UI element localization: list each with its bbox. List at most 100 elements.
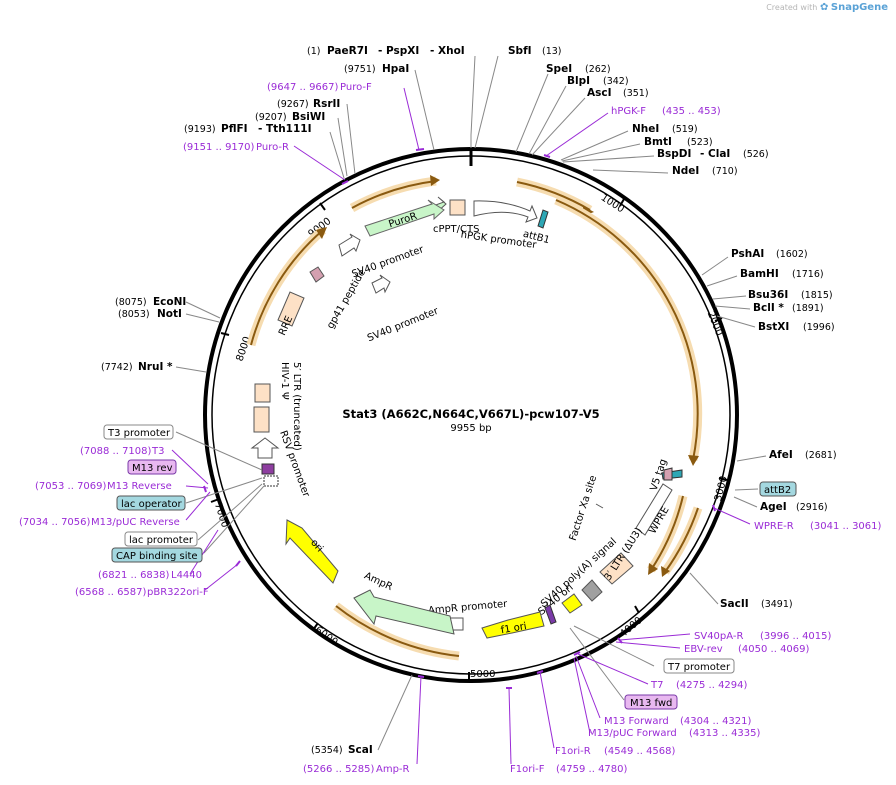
t3-promoter-label: T3 promoter [107, 428, 171, 439]
primer-range-pbr322ori-f: (6568 .. 6587) [75, 587, 147, 598]
highlight-arc-lower-right-1-line [650, 495, 684, 571]
tick-mark-8000 [220, 332, 230, 336]
attb2-label: attB2 [764, 485, 791, 496]
primer-f1ori-f: F1ori-F [510, 764, 545, 775]
enzyme-clai: - ClaI [700, 148, 730, 160]
hpgk-promoter-arrow [473, 200, 538, 223]
f1-ori-marker [544, 604, 557, 625]
leader-nrui [175, 366, 207, 373]
leader-lac-promoter [197, 483, 263, 541]
mark-puro-f [415, 148, 425, 151]
primer-puro-r: Puro-R [256, 142, 289, 153]
primer-range-puro-r: (9151 .. 9170) [183, 142, 255, 153]
leader-t7 [577, 653, 649, 685]
primer-pbr322ori-f: pBR322ori-F [147, 587, 209, 598]
t3-promoter-box [103, 424, 174, 440]
primer-ebv-rev: EBV-rev [684, 644, 723, 655]
enzyme-pos-noti: (8053) [118, 309, 150, 320]
ori-arrow [285, 519, 339, 584]
gp41-label: gp41 peptide [325, 268, 368, 331]
cppt-label: cPPT/CTS [433, 224, 479, 235]
sv40-promoter-label-2: SV40 promoter [366, 305, 441, 344]
enzyme-pos-bamhi: (1716) [792, 269, 824, 280]
primer-amp-r: Amp-R [376, 764, 410, 775]
gp41-peptide-shape [309, 266, 325, 283]
leader-l4440 [189, 529, 219, 575]
leader-m13puc-reverse [185, 491, 211, 521]
primer-range-m13-reverse: (7053 .. 7069) [35, 481, 107, 492]
enzyme-nhei: NheI [632, 123, 659, 135]
primer-leader-lines [171, 87, 751, 765]
sv40-promoter-arrow-2 [371, 274, 391, 294]
m13-rev-label: M13 rev [132, 463, 173, 474]
primer-wpre-r: WPRE-R [754, 521, 794, 532]
primer-range-amp-r: (5266 .. 5285) [303, 764, 375, 775]
primer-m13puc-forward: M13/pUC Forward [588, 728, 677, 739]
enzyme-leader-lines [175, 55, 767, 751]
primer-f1ori-r: F1ori-R [555, 746, 591, 757]
leader-pshai [701, 256, 729, 276]
highlight-arc-lower-right-2-line [664, 507, 699, 573]
enzyme-pos-pshai: (1602) [776, 249, 808, 260]
enzyme-labels: (1) PaeR7I - PspXI - XhoI SbfI (13) SpeI… [101, 45, 837, 756]
leader-pbr322ori-f [204, 563, 239, 591]
mark-hpgk-f [543, 154, 551, 158]
highlight-arrowhead-4 [648, 563, 658, 575]
enzyme-bstxi: BstXI [758, 321, 789, 333]
m13-fwd-label: M13 fwd [630, 698, 672, 709]
enzyme-pflfi: PflFI [221, 123, 248, 135]
factor-xa-label: Factor Xa site [568, 474, 599, 542]
plasmid-name: Stat3 (A662C,N664C,V667L)-pcw107-V5 [342, 407, 599, 421]
enzyme-pos-agei: (2916) [796, 502, 828, 513]
f1-ori-label: f1 ori [500, 621, 528, 636]
enzyme-pos-blpi: (342) [603, 76, 629, 87]
leader-f1ori-r [539, 671, 555, 749]
enzyme-xhoi: - XhoI [430, 45, 465, 57]
primer-range-ebv-rev: (4050 .. 4069) [738, 644, 810, 655]
tick-mark-1000 [619, 198, 625, 207]
lac-operator-label-box [116, 495, 186, 511]
m13-fwd-box [624, 694, 678, 710]
lac-promoter-label: lac promoter [129, 535, 194, 546]
leader-spei [515, 73, 549, 153]
tick-mark-9000 [319, 202, 326, 211]
tick-mark-4000 [634, 605, 640, 614]
leader-sbfi [474, 55, 499, 149]
rsv-promoter-arrow [250, 437, 280, 459]
mark-f1ori-r [536, 670, 544, 674]
primer-range-l4440: (6821 .. 6838) [98, 570, 170, 581]
highlight-arrowhead-6 [316, 227, 327, 239]
enzyme-pos-asci: (351) [623, 88, 649, 99]
sv40-ori-shape [561, 593, 583, 614]
attb2-box [759, 481, 797, 497]
cppt-shape [449, 199, 466, 216]
enzyme-blpi: BlpI [567, 75, 590, 87]
wpre-shape [635, 483, 673, 536]
mark-puro-r [341, 180, 349, 185]
m13-rev-box [127, 459, 177, 475]
ltr5-shape [253, 406, 270, 433]
snapgene-credit: Created with ✿ SnapGene [766, 2, 888, 13]
enzyme-pshai: PshAI [731, 248, 764, 260]
mark-m13-reverse [203, 485, 207, 493]
leader-scai [377, 674, 413, 751]
enzyme-bsu36i: Bsu36I [748, 289, 788, 301]
highlighted-regions [246, 175, 703, 661]
leader-t3 [171, 449, 209, 485]
boxed-labels: T3 promoter M13 rev lac operator lac pro… [103, 424, 797, 710]
leader-noti [185, 313, 220, 323]
primer-range-t3: (7088 .. 7108) [80, 446, 152, 457]
leader-paer7i [470, 55, 476, 148]
lac-operator-box [261, 463, 275, 475]
f1-ori-arrow [481, 611, 545, 639]
highlight-arc-top-left [349, 176, 437, 212]
leader-wpre-r [713, 507, 751, 525]
highlight-arrowhead-3 [688, 455, 699, 466]
highlight-arc-right [554, 195, 703, 461]
primer-range-wpre-r: (3041 .. 3061) [810, 521, 882, 532]
highlight-arrowhead-5 [661, 566, 670, 577]
enzyme-rsrii: RsrII [313, 98, 340, 110]
leader-pflfi [329, 131, 345, 179]
sv40-promoter-arrow-1 [338, 233, 361, 257]
primer-hpgk-f: hPGK-F [611, 106, 646, 117]
